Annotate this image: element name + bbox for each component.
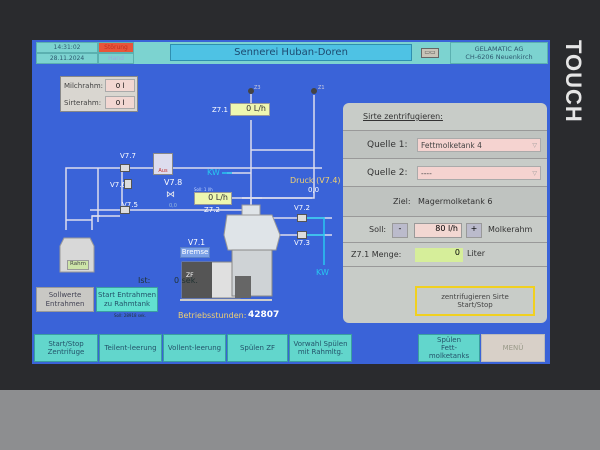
quelle2-label: Quelle 2: (367, 167, 408, 178)
vollentleerung-button[interactable]: Vollent-leerung (163, 334, 226, 362)
control-valve-v78-icon[interactable]: ⋈ (166, 190, 175, 200)
spuelen-zf-button[interactable]: Spülen ZF (227, 334, 288, 362)
valve-v72[interactable] (297, 214, 307, 222)
betriebsstunden-label: Betriebsstunden: (178, 311, 247, 320)
sensor-z1 (311, 88, 317, 94)
ziel-label: Ziel: (393, 197, 411, 206)
soll-input[interactable]: 80 l/h (414, 223, 462, 238)
valve-v75-label: V7.5 (122, 201, 138, 209)
quelle2-value: ---- (421, 168, 432, 178)
valve-v73[interactable] (297, 231, 307, 239)
pipe (65, 167, 322, 230)
sirterahm-value: 0 l (105, 96, 135, 109)
milchrahm-label: Milchrahm: (64, 82, 103, 90)
menge-label: Z7.1 Menge: (351, 250, 402, 259)
valve-v73-label: V7.3 (294, 239, 310, 247)
valve-v76-label: V7.6 (110, 181, 126, 189)
touch-label: TOUCH (561, 40, 586, 123)
valve-v78-label: V7.8 (164, 178, 183, 187)
sirterahm-label: Sirterahm: (64, 99, 102, 107)
z72-flow-value: 0 L/h (194, 192, 232, 205)
teilentleerung-button[interactable]: Teilent-leerung (99, 334, 162, 362)
quelle1-select[interactable]: Fettmolketank 4 ▽ (417, 138, 541, 152)
menu-button[interactable]: MENÜ (481, 334, 545, 362)
panel-bezel (0, 390, 600, 450)
quelle2-select[interactable]: ---- ▽ (417, 166, 541, 180)
valve-v75[interactable] (120, 206, 130, 214)
zentrifugieren-start-stop-button[interactable]: zentrifugieren Sirte Start/Stop (415, 286, 535, 316)
pipe-diagram (59, 88, 332, 301)
valve-v78-value: 0,0 (169, 203, 177, 209)
fault-indicator[interactable]: Störung (98, 42, 134, 53)
sirte-panel: Sirte zentrifugieren: Quelle 1: Fettmolk… (343, 103, 547, 323)
betriebsstunden-value: 42807 (248, 310, 280, 320)
valve-v72-label: V7.2 (294, 204, 310, 212)
company-address: CH-6206 Neuenkirch (465, 53, 533, 61)
z71-flow-value: 0 L/h (230, 103, 270, 116)
rahm-tank-label: Rahm (67, 260, 89, 270)
soll-unit: Molkerahm (488, 225, 533, 234)
start-stop-zentrifuge-button[interactable]: Start/Stop Zentrifuge (34, 334, 98, 362)
bremse-button[interactable]: Bremse (180, 247, 210, 258)
milchrahm-value: 0 l (105, 79, 135, 92)
screenshot-icon[interactable]: ▭▭ (421, 48, 439, 58)
soll-label: Soll: (369, 225, 387, 234)
aus-button[interactable]: Aus (153, 153, 173, 175)
date: 28.11.2024 (36, 53, 98, 64)
company-info: GELAMATIC AG CH-6206 Neuenkirch (450, 42, 548, 64)
sensor-z3 (248, 88, 254, 94)
menge-unit: Liter (467, 249, 486, 258)
hmi-screen: 14:31:02 28.11.2024 Störung Hand Sennere… (32, 40, 550, 364)
valve-v77[interactable] (120, 164, 130, 172)
ist-label: Ist: (138, 276, 151, 285)
quelle1-label: Quelle 1: (367, 139, 408, 150)
vorwahl-spuelen-button[interactable]: Vorwahl Spülen mit Rahmltg. (289, 334, 352, 362)
kw-inlet-label: KW (207, 168, 220, 177)
zf-label: ZF (186, 272, 194, 279)
ist-value: 0 sek. (174, 276, 198, 285)
panel-title: Sirte zentrifugieren: (363, 112, 443, 121)
clock-time: 14:31:02 (36, 42, 98, 53)
z71-label: Z7.1 (212, 106, 228, 114)
counters-box: Milchrahm: 0 l Sirterahm: 0 l (60, 76, 138, 112)
menge-value: 0 (415, 248, 463, 262)
centrifuge-bowl (223, 214, 281, 251)
increase-button[interactable]: + (466, 223, 482, 238)
mode-indicator: Hand (98, 53, 134, 64)
z72-setpoint: Soll: 1 l/h (194, 187, 213, 192)
sensor-z1-label: Z1 (318, 85, 325, 91)
valve-v77-label: V7.7 (120, 152, 136, 160)
kw-outlet-label: KW (316, 268, 329, 277)
druck-value: 0,0 (308, 186, 320, 194)
page-title: Sennerei Huban-Doren (170, 44, 412, 61)
chevron-down-icon: ▽ (532, 141, 537, 149)
decrease-button[interactable]: - (392, 223, 408, 238)
ziel-value: Magermolketank 6 (418, 197, 493, 206)
spuelen-fettmolketanks-button[interactable]: Spülen Fett-molketanks (418, 334, 480, 362)
druck-label: Druck (V7.4) (290, 176, 341, 185)
sollwerte-entrahmen-button[interactable]: Sollwerte Entrahmen (36, 287, 94, 312)
company-name: GELAMATIC AG (474, 45, 524, 53)
start-entrahmen-button[interactable]: Start Entrahmen zu Rahmtank (96, 287, 158, 312)
valve-v76[interactable] (124, 179, 132, 189)
soll-seconds: Soll: 28918 sek. (114, 313, 146, 318)
quelle1-value: Fettmolketank 4 (421, 140, 482, 150)
valve-v71-label: V7.1 (188, 238, 206, 247)
z72-label: Z7.2 (204, 206, 220, 214)
sensor-z3-label: Z3 (254, 85, 261, 91)
chevron-down-icon: ▽ (532, 169, 537, 177)
